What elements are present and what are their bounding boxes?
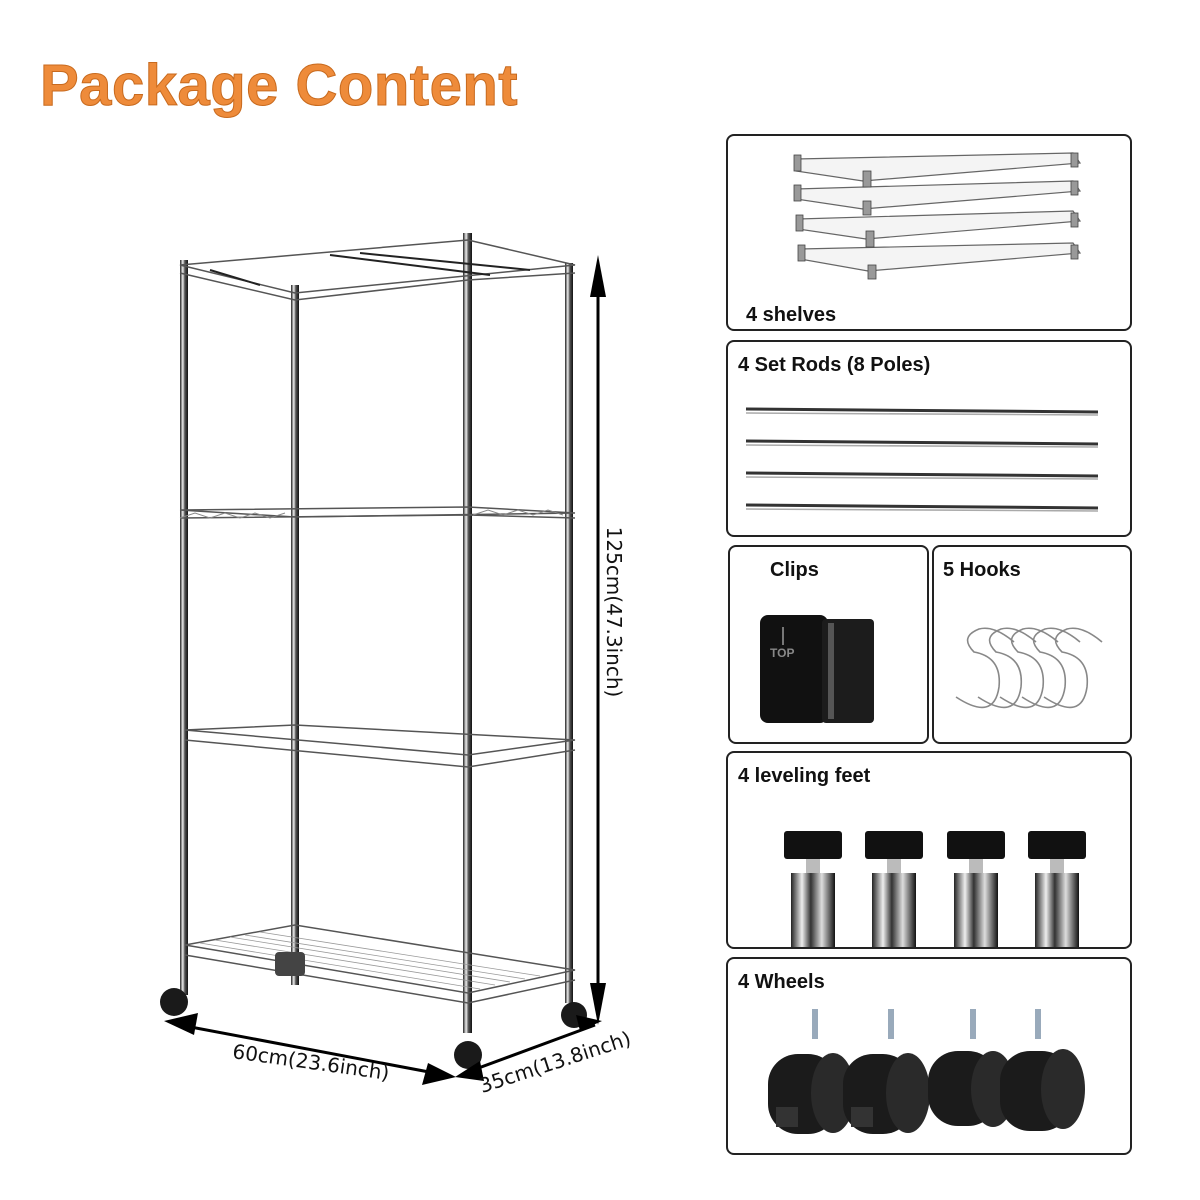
content-label: 4 Set Rods (8 Poles) <box>738 354 931 376</box>
page-title: Package Content <box>39 53 519 119</box>
caster-wheel-icon <box>768 1009 1085 1134</box>
content-item-shelves: 4 shelves <box>726 134 1132 331</box>
wire-rack-icon <box>160 233 606 1085</box>
s-hook-icon <box>955 627 1103 709</box>
content-label: 4 Wheels <box>738 971 825 993</box>
content-label: 4 leveling feet <box>738 765 871 787</box>
content-item-rods: 4 Set Rods (8 Poles) <box>726 340 1132 537</box>
content-item-hooks: 5 Hooks <box>932 545 1132 744</box>
content-label: Clips <box>770 559 819 581</box>
content-label: 5 Hooks <box>943 559 1021 581</box>
assembled-rack-illustration <box>150 225 660 1115</box>
wire-shelf-stack-icon <box>793 152 1082 280</box>
leveling-foot-icon <box>784 831 1086 947</box>
svg-text:TOP: TOP <box>770 646 794 660</box>
content-item-leveling-feet: 4 leveling feet <box>726 751 1132 949</box>
rods-icon <box>745 407 1099 512</box>
content-item-clips: Clips TOP <box>728 545 929 744</box>
content-item-wheels: 4 Wheels <box>726 957 1132 1155</box>
clip-icon: TOP <box>760 615 874 723</box>
content-label: 4 shelves <box>746 304 837 326</box>
